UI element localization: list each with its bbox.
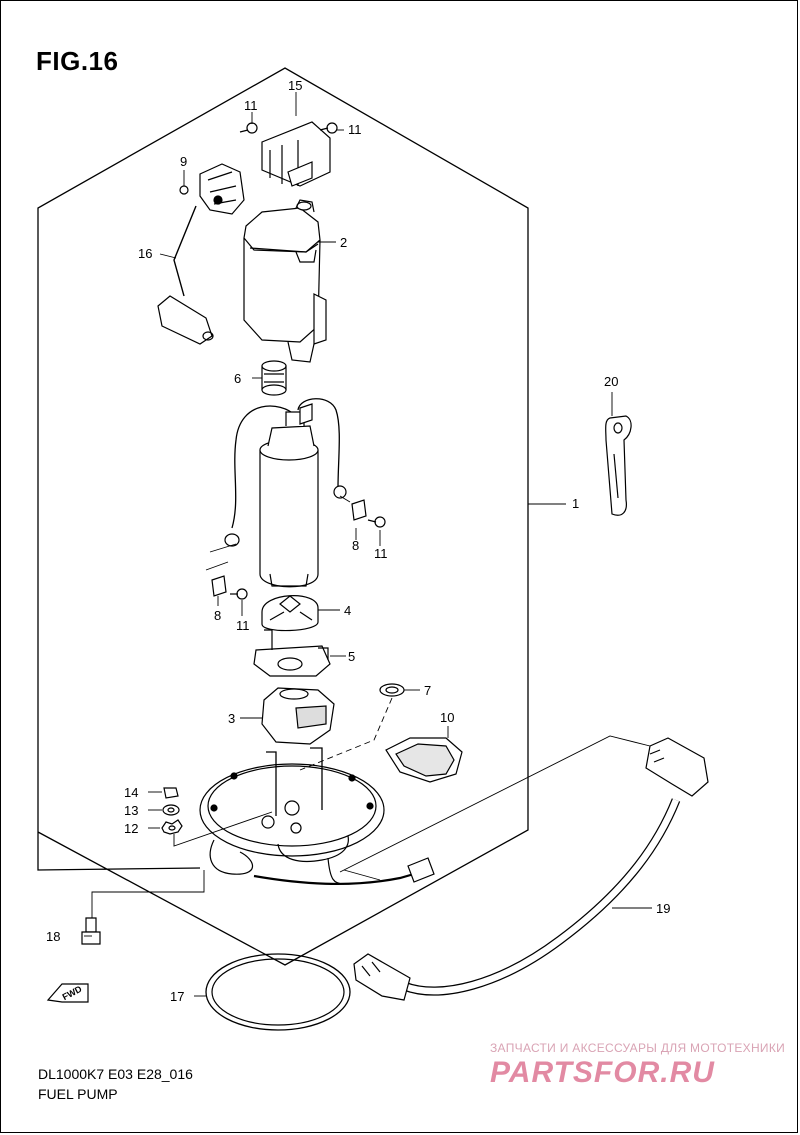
fwd-arrow (46, 983, 89, 1003)
part-8-terminal-plate-right (351, 499, 367, 521)
callout-3: 3 (228, 711, 235, 726)
callout-20: 20 (604, 374, 618, 389)
callout-8-left: 8 (214, 608, 221, 623)
callout-11-right: 11 (374, 546, 388, 561)
callout-8-right: 8 (352, 538, 359, 553)
part-9-level-sender (199, 163, 245, 215)
callout-6: 6 (234, 371, 241, 386)
callout-11-top-left: 11 (244, 98, 258, 113)
part-3-filter (261, 687, 335, 745)
figure-name: FUEL PUMP (38, 1086, 118, 1102)
part-20-strap (605, 415, 632, 516)
callout-16: 16 (138, 246, 152, 261)
callout-9: 9 (180, 154, 187, 169)
callout-18: 18 (46, 929, 60, 944)
callout-12: 12 (124, 821, 138, 836)
watermark-subtitle: ЗАПЧАСТИ И АКСЕССУАРЫ ДЛЯ МОТОТЕХНИКИ (490, 1041, 786, 1055)
model-code: DL1000K7 E03 E28_016 (38, 1066, 193, 1082)
part-10-pad (385, 737, 463, 783)
callout-2: 2 (340, 235, 347, 250)
callout-5: 5 (348, 649, 355, 664)
callout-14: 14 (124, 785, 138, 800)
callout-10: 10 (440, 710, 454, 725)
part-16-float-arm (157, 205, 214, 345)
part-12-lock-washer (161, 819, 183, 835)
part-14-nut (163, 787, 179, 799)
part-4-pump-holder (261, 595, 319, 632)
callout-15: 15 (288, 78, 302, 93)
part-5-cushion (253, 629, 331, 677)
callout-11-top-right: 11 (348, 122, 362, 137)
part-13-washer (162, 804, 180, 816)
pump-base-plate (199, 747, 385, 875)
callout-7: 7 (424, 683, 431, 698)
part-6-grommet (261, 360, 287, 396)
figure-title: FIG.16 (36, 46, 119, 76)
part-19-fuel-hose (353, 737, 709, 1001)
callouts: 15 11 11 9 16 2 6 20 1 8 11 8 11 4 5 7 3… (46, 78, 670, 1004)
part-11-screw-top-left (239, 122, 258, 134)
part-11-screw-top-right (319, 122, 338, 134)
callout-1: 1 (572, 496, 579, 511)
part-11-screw-left (230, 588, 248, 600)
callout-19: 19 (656, 901, 670, 916)
callout-11-left: 11 (236, 618, 250, 633)
part-7-o-ring (379, 683, 405, 697)
watermark-brand: PARTSFOR.RU (490, 1056, 715, 1089)
part-8-terminal-plate-left (211, 575, 227, 597)
part-18-bolt (81, 917, 101, 945)
callout-13: 13 (124, 803, 138, 818)
callout-17: 17 (170, 989, 184, 1004)
part-17-gasket (205, 953, 351, 1031)
wire-harness (253, 857, 435, 885)
part-11-screw-right (367, 516, 386, 528)
part-15-bracket (261, 121, 331, 187)
fuel-pump-motor (224, 398, 347, 588)
callout-4: 4 (344, 603, 351, 618)
assembly-outline (37, 67, 529, 966)
part-9-screw (179, 185, 189, 195)
part-2-filter-housing (243, 199, 327, 363)
